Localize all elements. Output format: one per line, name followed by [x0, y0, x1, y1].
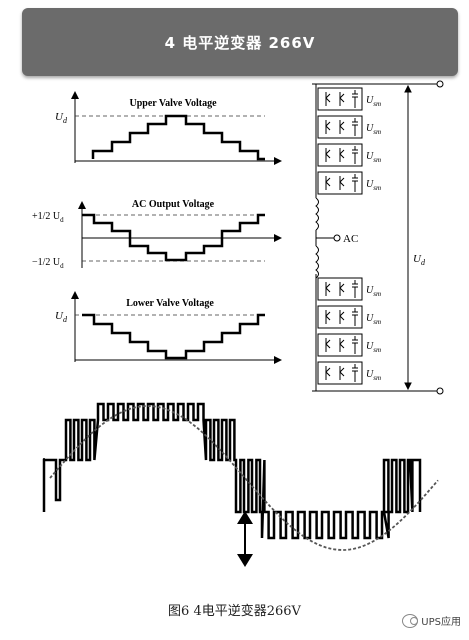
- output-bottom-label: −1/2 Ud: [32, 257, 64, 270]
- output-staircase-waveform: [82, 213, 265, 262]
- watermark-text: UPS应用: [421, 617, 461, 628]
- upper-valve-panel: Upper Valve Voltage Ud: [55, 91, 282, 165]
- lower-ud-label: Ud: [55, 310, 68, 324]
- upper-ud-label: Ud: [55, 111, 68, 125]
- submodule-4: Usm: [317, 171, 381, 195]
- mmc-circuit: [312, 80, 444, 395]
- output-panel-title: AC Output Voltage: [132, 199, 215, 210]
- ac-terminal: [333, 234, 341, 242]
- lower-panel-title: Lower Valve Voltage: [126, 298, 214, 309]
- submodule-label: Usm: [366, 369, 381, 382]
- submodule-label: Usm: [366, 95, 381, 108]
- ud-arrow-down: [404, 382, 412, 391]
- submodule-label: Usm: [366, 341, 381, 354]
- ud-circuit-label: Ud: [413, 253, 426, 267]
- lower-valve-panel: Lower Valve Voltage Ud: [55, 291, 282, 364]
- title-banner: 4 电平逆变器 266V: [22, 8, 458, 76]
- submodule-8: Usm: [317, 361, 381, 385]
- ac-label: AC: [343, 233, 358, 245]
- dc-negative-terminal: [436, 387, 444, 395]
- upper-panel-title: Upper Valve Voltage: [129, 98, 217, 109]
- output-top-label: +1/2 Ud: [32, 211, 64, 224]
- lower-staircase-waveform: [82, 313, 265, 360]
- lower-arm-inductor: [315, 245, 319, 279]
- submodule-3: Usm: [317, 143, 381, 167]
- dc-positive-terminal: [436, 80, 444, 88]
- upper-arm-inductor: [315, 197, 319, 231]
- ud-arrow-up: [404, 84, 412, 93]
- submodule-label: Usm: [366, 123, 381, 136]
- submodule-7: Usm: [317, 333, 381, 357]
- banner-title: 4 电平逆变器 266V: [164, 33, 316, 52]
- submodule-1: Usm: [317, 87, 381, 111]
- reference-sine-wave: [49, 405, 439, 551]
- pwm-waveform-figure: [42, 402, 439, 567]
- submodule-label: Usm: [366, 285, 381, 298]
- submodule-6: Usm: [317, 305, 381, 329]
- submodule-label: Usm: [366, 313, 381, 326]
- ac-output-panel: AC Output Voltage +1/2 Ud −1/2 Ud: [32, 199, 282, 270]
- wechat-logo-icon: [402, 613, 419, 628]
- multilevel-pwm-waveform: [42, 402, 422, 540]
- step-arrow-up: [237, 511, 253, 524]
- step-arrow-down: [237, 554, 253, 567]
- submodule-2: Usm: [317, 115, 381, 139]
- watermark: UPS应用: [402, 613, 461, 628]
- submodule-label: Usm: [366, 151, 381, 164]
- submodule-5: Usm: [317, 277, 381, 301]
- figure-caption: 图6 4电平逆变器266V: [168, 604, 301, 619]
- submodule-label: Usm: [366, 179, 381, 192]
- upper-staircase-waveform: [91, 114, 265, 161]
